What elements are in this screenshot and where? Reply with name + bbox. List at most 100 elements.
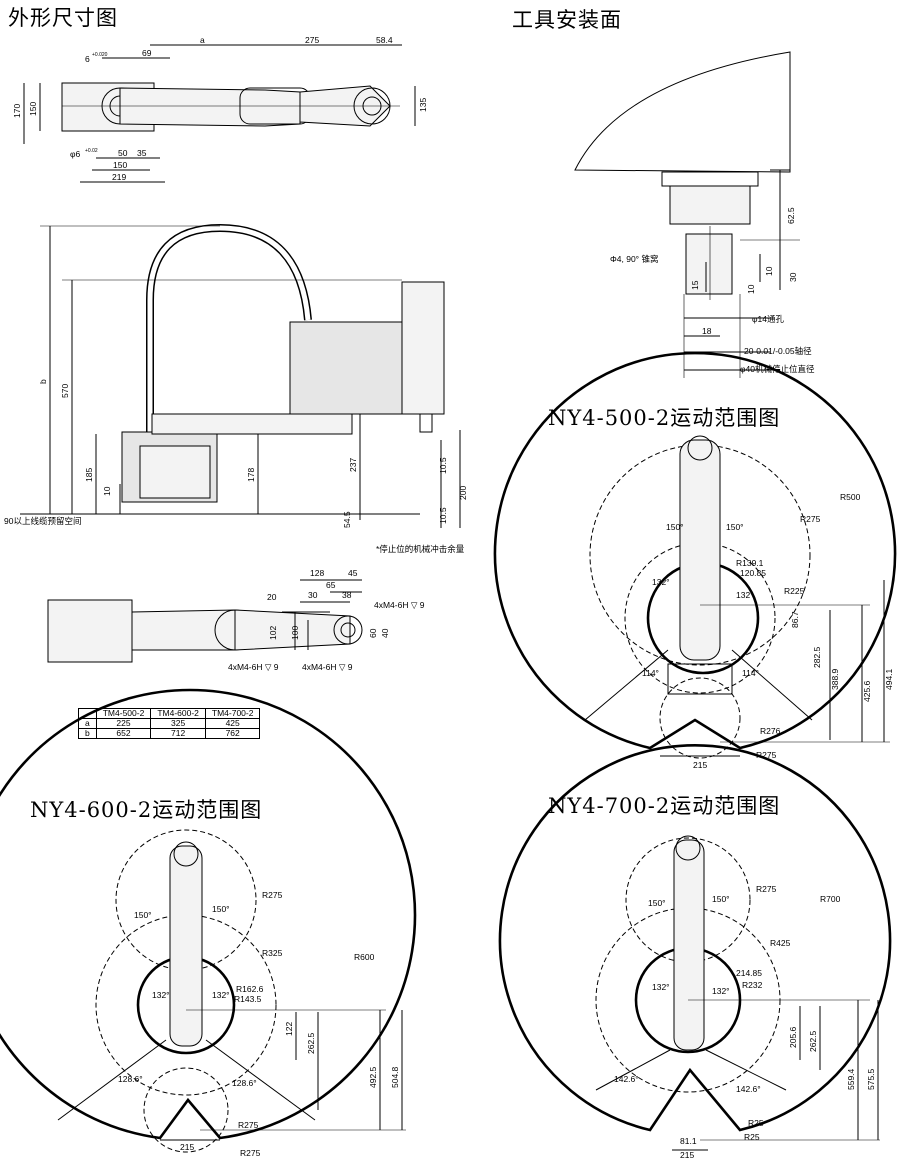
- table-cell: 225: [95, 718, 152, 729]
- note-cable-space: 90以上线缆预留空间: [4, 516, 81, 526]
- title-range-600: NY4-600-2运动范围图: [30, 798, 263, 822]
- r600-R600: R600: [354, 952, 375, 962]
- r700-559-4: 559.4: [846, 1068, 856, 1090]
- table-cell: 425: [204, 718, 261, 729]
- side-view: [20, 223, 461, 528]
- r500-R275b: R275: [756, 750, 777, 760]
- r700-150a: 150°: [648, 898, 666, 908]
- r600-215: 215: [180, 1142, 194, 1152]
- title-outline: 外形尺寸图: [8, 6, 118, 30]
- dim-50: 50: [118, 148, 128, 158]
- table-cell: b: [78, 728, 97, 739]
- dim-100: 100: [290, 626, 300, 640]
- hole-note-1: 4xM4-6H ▽ 9: [374, 600, 425, 610]
- r500-R276: R276: [760, 726, 781, 736]
- table-header-cell: TM4-500-2: [95, 708, 152, 719]
- bottom-view: [47, 579, 363, 663]
- r500-215: 215: [693, 760, 707, 770]
- dim-b: b: [38, 379, 48, 384]
- range-700-diagram: [498, 743, 892, 1151]
- r500-150b: 150°: [726, 522, 744, 532]
- r600-R275b: R275: [238, 1120, 259, 1130]
- r700-R232: R232: [742, 980, 763, 990]
- tool-dim-62-5: 62.5: [786, 207, 796, 224]
- dim-69: 69: [142, 48, 152, 58]
- dim-30: 30: [308, 590, 318, 600]
- dim-178: 178: [246, 468, 256, 482]
- dim-38: 38: [342, 590, 352, 600]
- r700-150b: 150°: [712, 894, 730, 904]
- title-range-500: NY4-500-2运动范围图: [548, 406, 781, 430]
- range-500-diagram: [493, 351, 897, 759]
- dim-275: 275: [305, 35, 319, 45]
- dim-237: 237: [348, 458, 358, 472]
- r600-128b: 128.6°: [232, 1078, 257, 1088]
- dim-150b: 150: [113, 160, 127, 170]
- r500-R275: R275: [800, 514, 821, 524]
- r700-R25a: R25: [748, 1118, 764, 1128]
- hole-note-3: 4xM4-6H ▽ 9: [302, 662, 353, 672]
- r500-R225: R225: [784, 586, 805, 596]
- tool-note-through: φ14通孔: [752, 314, 784, 324]
- tool-note-cone: Φ4, 90° 锥窝: [610, 254, 658, 264]
- r600-492-5: 492.5: [368, 1066, 378, 1088]
- table-row: b 652 712 762: [78, 728, 261, 739]
- r600-132b: 132°: [212, 990, 230, 1000]
- tool-note-stop: φ40机械停止位直径: [740, 364, 815, 374]
- table-row: a 225 325 425: [78, 718, 261, 729]
- dim-20: 20: [267, 592, 277, 602]
- r700-205-6: 205.6: [788, 1026, 798, 1048]
- dim-10: 10: [102, 486, 112, 496]
- table-header-cell: TM4-600-2: [150, 708, 206, 719]
- tool-face-view: [574, 51, 800, 378]
- r700-262-5: 262.5: [808, 1030, 818, 1052]
- dim-170: 170: [12, 104, 22, 118]
- dim-185: 185: [84, 468, 94, 482]
- r700-215: 215: [680, 1150, 694, 1160]
- r600-262-5: 262.5: [306, 1032, 316, 1054]
- dim-150: 150: [28, 102, 38, 116]
- r600-R162: R162.6: [236, 984, 264, 994]
- range-600-diagram: [0, 688, 417, 1153]
- table-cell: 325: [150, 718, 206, 729]
- r700-R25b: R25: [744, 1132, 760, 1142]
- r600-R143: R143.5: [234, 994, 262, 1004]
- r700-R700: R700: [820, 894, 841, 904]
- r500-R139: R139.1: [736, 558, 764, 568]
- hole-note-2: 4xM4-6H ▽ 9: [228, 662, 279, 672]
- dim-54-5: 54.5: [342, 511, 352, 528]
- table-cell: 652: [95, 728, 152, 739]
- dim-128: 128: [310, 568, 324, 578]
- r700-R425: R425: [770, 938, 791, 948]
- r600-504-8: 504.8: [390, 1066, 400, 1088]
- r600-R275: R275: [262, 890, 283, 900]
- r600-150b: 150°: [212, 904, 230, 914]
- dim-tol: +0.020: [92, 52, 108, 58]
- dim-45: 45: [348, 568, 358, 578]
- dim-6: 6: [85, 54, 90, 64]
- table-header-cell: TM4-700-2: [204, 708, 261, 719]
- r600-R325: R325: [262, 948, 283, 958]
- dim-40: 40: [380, 628, 390, 638]
- dim-10-5b: 10.5: [438, 507, 448, 524]
- dim-135: 135: [418, 98, 428, 112]
- tool-dim-18: 18: [702, 326, 712, 336]
- r600-132a: 132°: [152, 990, 170, 1000]
- tool-dim-15: 15: [690, 280, 700, 290]
- dim-219: 219: [112, 172, 126, 182]
- table-cell: a: [78, 718, 97, 729]
- table-cell: 762: [204, 728, 261, 739]
- r500-120: 120.85: [740, 568, 766, 578]
- tool-note-shaft: 20-0.01/-0.05轴径: [744, 346, 812, 356]
- dim-58-4: 58.4: [376, 35, 393, 45]
- title-range-700: NY4-700-2运动范围图: [548, 794, 781, 818]
- top-view: [23, 44, 416, 183]
- r600-122: 122: [284, 1022, 294, 1036]
- dim-phi6: φ6: [70, 149, 81, 159]
- dim-65: 65: [326, 580, 336, 590]
- tool-dim-10: 10: [764, 266, 774, 276]
- r500-114b: 114°: [742, 668, 759, 678]
- r700-142b: 142.6°: [736, 1084, 761, 1094]
- note-stop: *停止位的机械冲击余量: [376, 544, 465, 554]
